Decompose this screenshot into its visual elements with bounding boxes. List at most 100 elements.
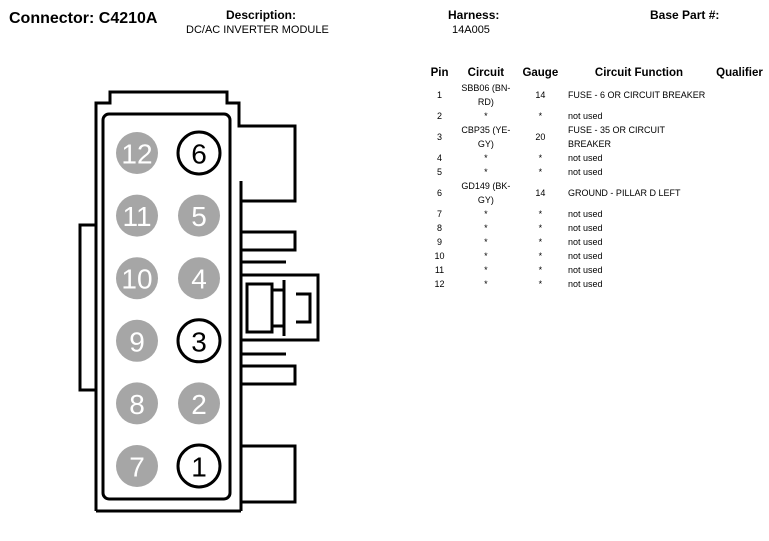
header-gauge: Gauge: [522, 66, 559, 79]
cavity-block: [101, 112, 232, 501]
cell-gauge: 14: [535, 90, 546, 100]
cavity-circle: [178, 194, 220, 237]
cavity-label: 7: [129, 452, 145, 483]
pin-table-row: 11**not used: [425, 263, 769, 277]
cell-pin: 8: [437, 223, 443, 233]
cell-circuit: CBP35 (YE-GY): [461, 125, 511, 149]
cell-circuit: GD149 (BK-GY): [461, 181, 511, 205]
cell-function: not used: [567, 237, 603, 247]
pin-table: Pin Circuit Gauge Circuit Function Quali…: [425, 66, 769, 291]
cell-gauge: *: [538, 209, 543, 219]
description-label: Description:: [226, 8, 297, 22]
cavity-pin-5: 5: [178, 194, 220, 237]
cell-function: not used: [567, 153, 603, 163]
connector-title: Connector: C4210A: [9, 10, 158, 27]
pin-table-row: 2 * * not used: [425, 109, 769, 123]
cell-gauge: *: [538, 153, 543, 163]
cell-gauge: *: [538, 167, 543, 177]
cell-circuit: *: [484, 279, 488, 289]
cavity-pin-7: 7: [116, 445, 158, 487]
cavity-pin-8: 8: [116, 382, 158, 425]
cell-pin: 6: [437, 188, 443, 198]
cell-gauge: 14: [535, 188, 546, 198]
cavity-pin-10: 10: [116, 257, 158, 300]
cavity-circle: [116, 257, 158, 300]
cavity-circle: [116, 194, 158, 237]
lock-inner-box: [245, 282, 274, 334]
cell-gauge: 20: [535, 132, 546, 142]
cell-circuit: *: [484, 111, 488, 121]
lock-stripe-2: [296, 292, 312, 324]
cavity-label: 3: [191, 326, 207, 357]
cavity-label: 9: [129, 326, 145, 357]
cell-function: not used: [567, 265, 603, 275]
cell-pin: 9: [437, 237, 443, 247]
cell-gauge: *: [538, 279, 543, 289]
cavity-label: 1: [191, 452, 207, 483]
cell-circuit: *: [484, 237, 488, 247]
cell-function: not used: [567, 167, 603, 177]
cavity-circle: [116, 445, 158, 487]
base-part-label: Base Part #:: [650, 8, 720, 22]
cavity-circle: [178, 257, 220, 300]
lock-inner-box-2: [270, 288, 286, 328]
pin-table-header: Pin Circuit Gauge Circuit Function Quali…: [425, 66, 769, 81]
cavity-pin-12: 12: [116, 132, 158, 174]
cell-function: not used: [567, 209, 603, 219]
cell-circuit: *: [484, 153, 488, 163]
cavity-circle: [176, 443, 222, 489]
cell-function: GROUND - PILLAR D LEFT: [567, 188, 681, 198]
cell-gauge: *: [538, 237, 543, 247]
pin-table-row: 10**not used: [425, 249, 769, 263]
cavity-circle: [176, 318, 222, 364]
cell-pin: 10: [434, 251, 445, 261]
cavity-label: 8: [129, 389, 145, 420]
cavity-pin-3: 3: [176, 318, 222, 364]
cavity-pin-9: 9: [116, 319, 158, 362]
lock-tab-lower: [241, 364, 297, 386]
header-circuit: Circuit: [467, 66, 505, 79]
cavity-label: 11: [122, 201, 151, 232]
cell-pin: 2: [437, 111, 443, 121]
cell-gauge: *: [538, 223, 543, 233]
connector-housing-outline: [94, 90, 297, 511]
cavity-pin-11: 11: [116, 194, 158, 237]
cell-gauge: *: [538, 251, 543, 261]
cell-circuit: SBB06 (BN-RD): [461, 83, 511, 107]
pin-table-row: 12 * * not used: [425, 277, 769, 291]
harness-label: Harness:: [448, 8, 500, 22]
cavity-label: 10: [121, 264, 152, 295]
cell-pin: 12: [434, 279, 445, 289]
cell-pin: 1: [437, 90, 443, 100]
cell-gauge: *: [538, 111, 543, 121]
cavity-circle: [178, 382, 220, 425]
cavity-label: 5: [191, 201, 207, 232]
cell-pin: 7: [437, 209, 443, 219]
pin-table-row: 8 * * not used: [425, 221, 769, 235]
cavity-circle: [116, 132, 158, 174]
header-qualifier: Qualifier: [716, 66, 763, 79]
pin-table-row: 6 GD149 (BK-GY) 14 GROUND - PILLAR D LEFT: [425, 179, 769, 207]
cavity-circle: [116, 382, 158, 425]
header-pin: Pin: [430, 66, 449, 79]
cavity-pin-2: 2: [178, 382, 220, 425]
cell-gauge: *: [538, 265, 543, 275]
cavity-circle: [116, 319, 158, 362]
cell-circuit: *: [484, 223, 488, 233]
cavity-label: 4: [191, 264, 207, 295]
cell-pin: 11: [434, 265, 445, 275]
pin-table-row: 4**not used: [425, 151, 769, 165]
cell-circuit: *: [484, 167, 488, 177]
cell-function: not used: [567, 251, 603, 261]
connector-housing-lower: [96, 444, 297, 513]
pin-table-row: 7 * * not used: [425, 207, 769, 221]
cell-circuit: *: [484, 209, 488, 219]
cell-function: not used: [567, 111, 603, 121]
cell-function: not used: [567, 223, 603, 233]
cell-function: not used: [567, 279, 603, 289]
description-value: DC/AC INVERTER MODULE: [186, 24, 329, 36]
cavity-circle: [176, 130, 222, 176]
